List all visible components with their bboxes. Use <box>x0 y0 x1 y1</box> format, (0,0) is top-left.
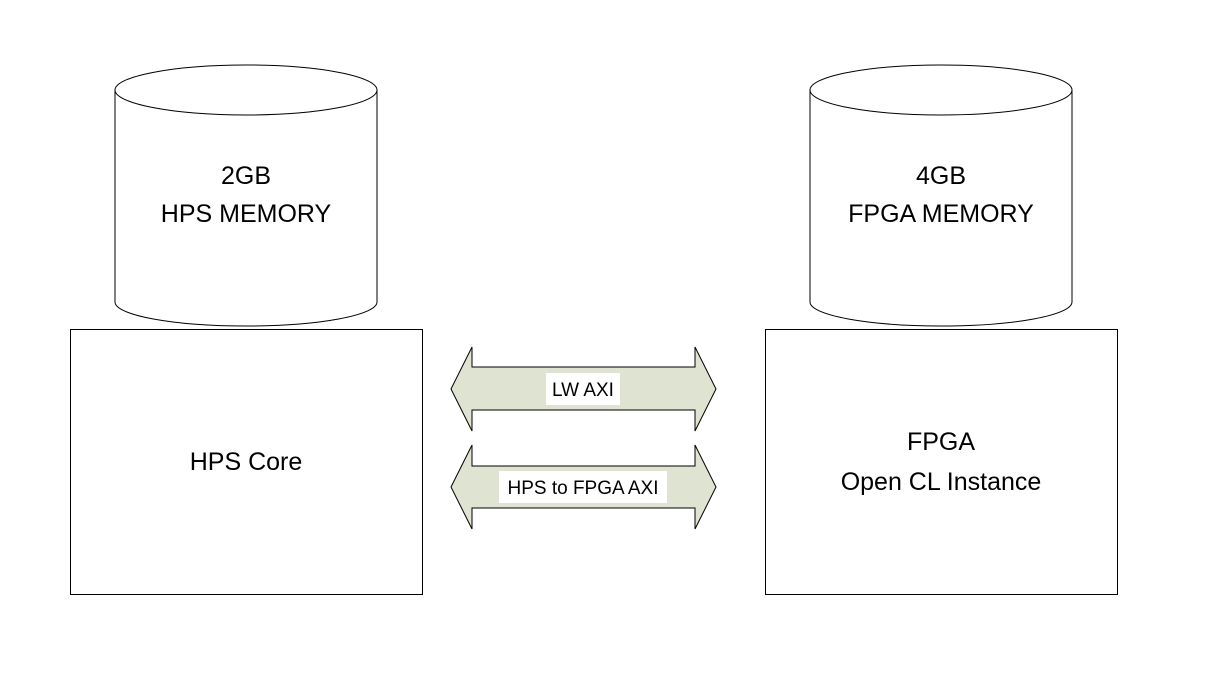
fpga-box: FPGA Open CL Instance <box>765 329 1118 595</box>
hps-memory-cylinder: 2GB HPS MEMORY <box>114 64 378 327</box>
fpga-memory-label: FPGA MEMORY <box>848 200 1034 228</box>
fpga-label: FPGA <box>907 428 975 456</box>
lw-axi-label: LW AXI <box>552 380 614 401</box>
hps-core-label: HPS Core <box>190 448 303 476</box>
hps-memory-size: 2GB <box>221 162 271 190</box>
fpga-memory-size: 4GB <box>916 162 966 190</box>
hps-core-box: HPS Core <box>70 329 423 595</box>
hps-memory-label: HPS MEMORY <box>161 200 332 228</box>
hps-to-fpga-axi-label: HPS to FPGA AXI <box>507 478 658 499</box>
hps-to-fpga-axi-arrow: HPS to FPGA AXI <box>450 444 717 530</box>
fpga-memory-cylinder: 4GB FPGA MEMORY <box>809 64 1073 327</box>
lw-axi-arrow: LW AXI <box>450 346 717 432</box>
fpga-opencl-label: Open CL Instance <box>841 468 1042 496</box>
